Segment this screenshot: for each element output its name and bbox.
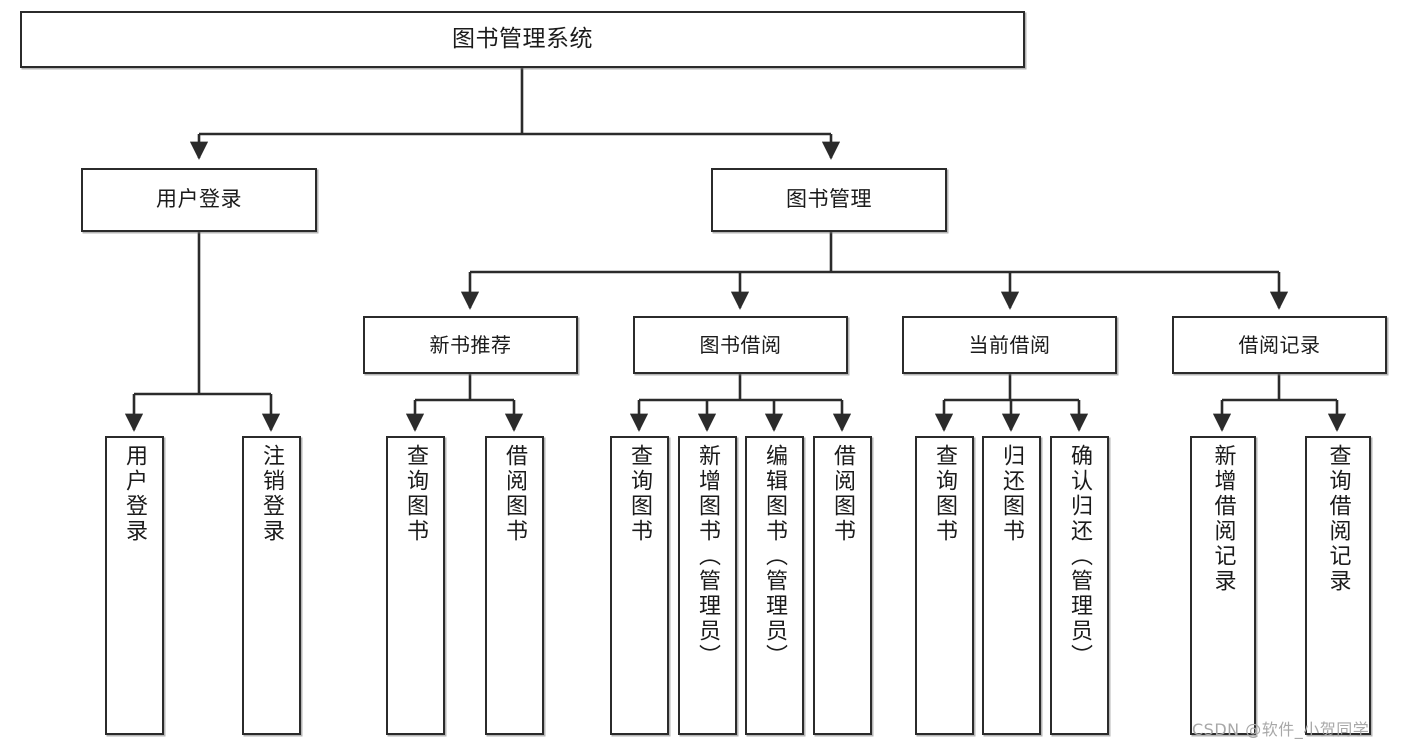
leaf-user-login-login[interactable]: 用户登录 — [105, 436, 164, 735]
node-label: 借阅图书 — [830, 444, 856, 544]
node-label: 图书借阅 — [699, 332, 782, 357]
node-label: 新增借阅记录 — [1210, 444, 1236, 594]
node-label: 借阅记录 — [1238, 332, 1321, 357]
node-label: 查询图书 — [627, 444, 653, 544]
leaf-current-confirm-return-admin[interactable]: 确认归还（管理员） — [1050, 436, 1109, 735]
node-label: 归还图书 — [999, 444, 1025, 544]
node-label: 编辑图书（管理员） — [762, 444, 788, 669]
leaf-borrow-add-book-admin[interactable]: 新增图书（管理员） — [678, 436, 737, 735]
node-root-system[interactable]: 图书管理系统 — [20, 11, 1025, 68]
node-label: 查询图书 — [403, 444, 429, 544]
leaf-new-book-query[interactable]: 查询图书 — [386, 436, 445, 735]
node-borrow-record[interactable]: 借阅记录 — [1172, 316, 1387, 374]
leaf-borrow-borrow-book[interactable]: 借阅图书 — [813, 436, 872, 735]
leaf-user-login-logout[interactable]: 注销登录 — [242, 436, 301, 735]
node-label: 查询图书 — [932, 444, 958, 544]
leaf-record-query-record[interactable]: 查询借阅记录 — [1305, 436, 1371, 735]
node-label: 借阅图书 — [502, 444, 528, 544]
node-book-management[interactable]: 图书管理 — [711, 168, 947, 232]
leaf-current-query-book[interactable]: 查询图书 — [915, 436, 974, 735]
leaf-record-add-record[interactable]: 新增借阅记录 — [1190, 436, 1256, 735]
node-current-borrow[interactable]: 当前借阅 — [902, 316, 1117, 374]
node-label: 确认归还（管理员） — [1067, 444, 1093, 669]
leaf-new-book-borrow[interactable]: 借阅图书 — [485, 436, 544, 735]
node-label: 用户登录 — [122, 444, 148, 544]
node-book-borrow[interactable]: 图书借阅 — [633, 316, 848, 374]
leaf-borrow-edit-book-admin[interactable]: 编辑图书（管理员） — [745, 436, 804, 735]
leaf-borrow-query-book[interactable]: 查询图书 — [610, 436, 669, 735]
leaf-current-return-book[interactable]: 归还图书 — [982, 436, 1041, 735]
node-label: 图书管理系统 — [452, 25, 593, 52]
node-label: 当前借阅 — [968, 332, 1051, 357]
node-new-book-recommend[interactable]: 新书推荐 — [363, 316, 578, 374]
node-label: 查询借阅记录 — [1325, 444, 1351, 594]
node-user-login[interactable]: 用户登录 — [81, 168, 317, 232]
node-label: 新增图书（管理员） — [695, 444, 721, 669]
csdn-watermark: CSDN @软件_小贺同学 — [1192, 720, 1370, 739]
node-label: 新书推荐 — [429, 332, 512, 357]
node-label: 注销登录 — [259, 444, 285, 544]
node-label: 图书管理 — [786, 187, 872, 212]
node-label: 用户登录 — [156, 187, 242, 212]
